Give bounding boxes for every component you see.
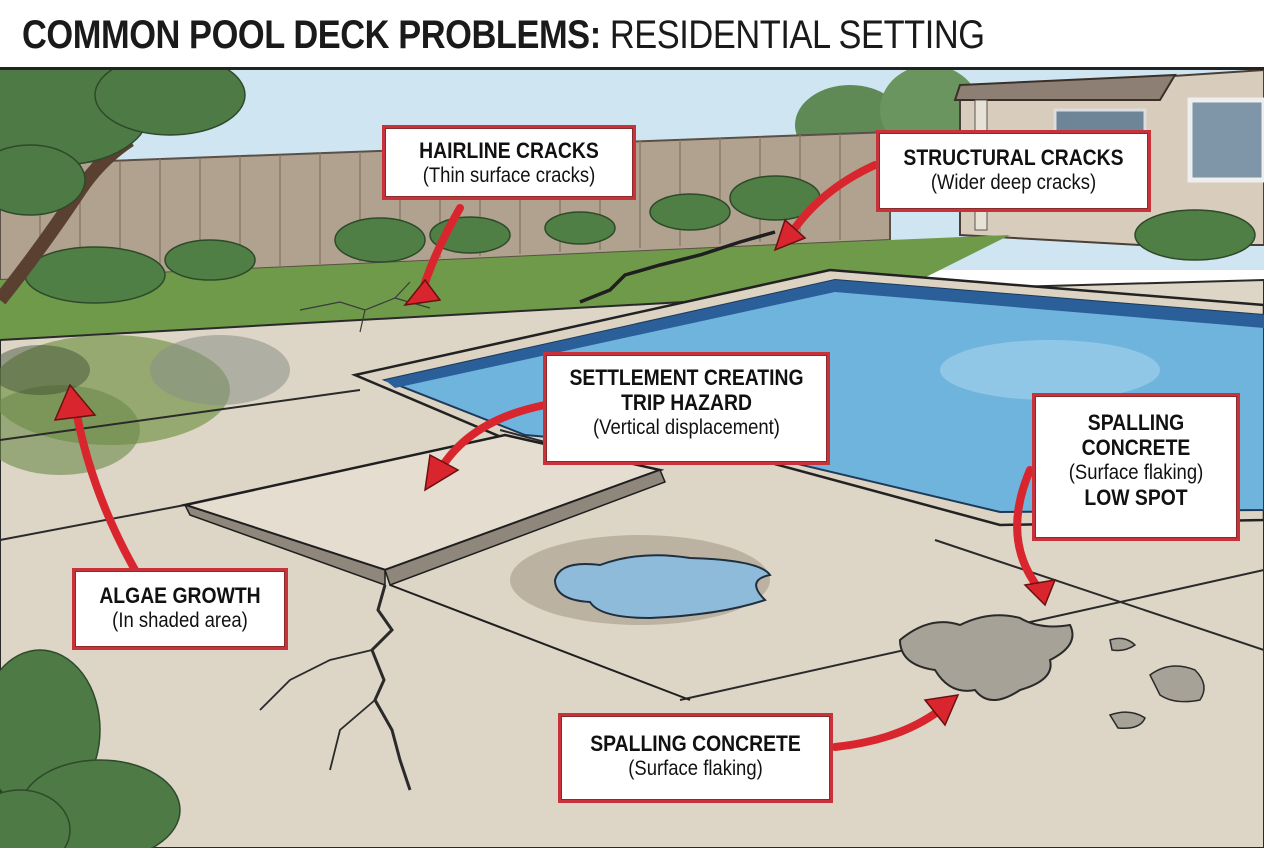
title-bold: COMMON POOL DECK PROBLEMS: (22, 13, 601, 57)
arrowhead-icon (773, 218, 807, 252)
callout-spalling-low-spot: SPALLING CONCRETE (Surface flaking) LOW … (1032, 393, 1240, 541)
arrowhead-icon (1023, 579, 1057, 607)
spalled-area (898, 614, 1074, 701)
callout-settlement-trip-hazard: SETTLEMENT CREATING TRIP HAZARD (Vertica… (543, 352, 830, 465)
callout-title-line3: LOW SPOT (1084, 485, 1188, 510)
callout-structural-cracks: STRUCTURAL CRACKS (Wider deep cracks) (876, 130, 1151, 212)
callout-algae-growth: ALGAE GROWTH (In shaded area) (72, 568, 288, 650)
callout-spalling-concrete: SPALLING CONCRETE (Surface flaking) (558, 713, 833, 803)
callout-desc: (In shaded area) (112, 609, 248, 632)
pool-reflection (940, 340, 1160, 400)
callout-title: STRUCTURAL CRACKS (903, 145, 1124, 170)
callout-title: ALGAE GROWTH (99, 583, 261, 608)
scene-svg (0, 54, 1264, 853)
callout-title-line1: SETTLEMENT CREATING (569, 365, 804, 390)
puddle-water (553, 554, 772, 620)
spalled-chip (1149, 665, 1205, 703)
lawn (0, 235, 1010, 345)
callout-title-line2: CONCRETE (1081, 435, 1191, 460)
arrowhead-icon (53, 383, 97, 421)
slab-joint (389, 584, 691, 701)
callout-desc: (Wider deep cracks) (930, 171, 1097, 194)
hedges (24, 175, 1256, 304)
spalled-chip (1109, 637, 1137, 652)
tree-canopy (0, 54, 246, 216)
header: COMMON POOL DECK PROBLEMS: RESIDENTIAL S… (0, 0, 1264, 70)
callout-title: HAIRLINE CRACKS (419, 138, 599, 163)
raised-slab-edge (384, 469, 666, 586)
large-crack (370, 584, 412, 791)
large-crack-branch (259, 649, 376, 771)
arrowhead-icon (923, 694, 960, 727)
callout-desc: (Surface flaking) (628, 757, 763, 780)
spalled-chip (1108, 711, 1146, 730)
structural-crack (579, 230, 776, 304)
callout-title-line1: SPALLING (1087, 410, 1185, 435)
arrowhead-icon (403, 278, 442, 307)
callout-title: SPALLING CONCRETE (590, 731, 801, 756)
callout-desc: (Vertical displacement) (593, 416, 780, 439)
hairline-crack (299, 281, 431, 333)
house-window (1187, 97, 1264, 183)
title-light: RESIDENTIAL SETTING (600, 13, 985, 57)
foreground-bush (0, 649, 181, 853)
callout-desc: (Thin surface cracks) (422, 164, 596, 187)
arrowhead-icon (424, 453, 460, 492)
callout-arrows (71, 161, 1044, 751)
callout-hairline-cracks: HAIRLINE CRACKS (Thin surface cracks) (382, 125, 636, 200)
arrowheads (53, 218, 1057, 727)
house-roof (953, 73, 1177, 101)
callout-title-line2: TRIP HAZARD (621, 390, 752, 415)
pool-tile-band (385, 280, 1264, 388)
page-title: COMMON POOL DECK PROBLEMS: RESIDENTIAL S… (22, 10, 985, 60)
callout-desc: (Surface flaking) (1068, 461, 1204, 484)
pool-deck-illustration: HAIRLINE CRACKS (Thin surface cracks) ST… (0, 54, 1264, 853)
